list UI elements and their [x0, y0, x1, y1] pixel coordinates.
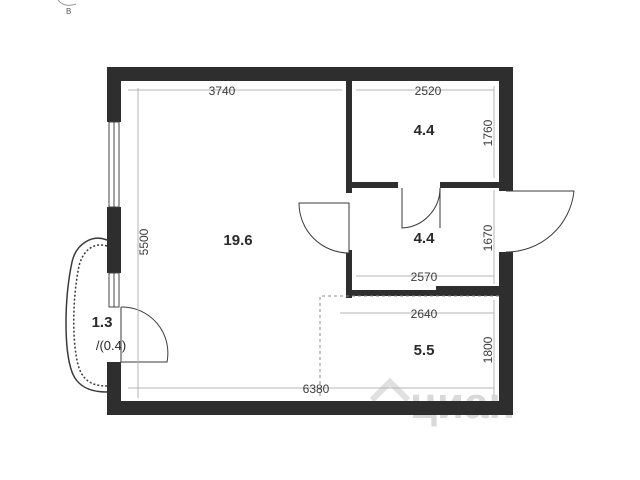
dim-top-left: 3740 — [209, 84, 236, 98]
outer-walls — [107, 67, 513, 415]
door-main-swing — [298, 202, 350, 254]
wall-bath-bottom-right — [440, 182, 502, 188]
wall-left-mid — [107, 207, 121, 273]
dimension-lines — [128, 86, 495, 398]
wall-hall-bottom — [346, 290, 436, 296]
compass: В — [57, 0, 77, 16]
wall-bottom — [107, 401, 513, 415]
area-balcony-sub: /(0.4) — [96, 338, 126, 353]
area-bath: 4.4 — [414, 122, 436, 139]
wall-right-bottom — [499, 252, 513, 415]
wall-bath-left — [346, 81, 352, 193]
wall-bath-bottom-left — [346, 182, 398, 188]
balcony-outline — [65, 237, 108, 393]
dim-kitchen-height: 1800 — [481, 336, 495, 363]
dim-kitchen-width: 2640 — [411, 307, 438, 321]
wall-hall-bottom-thick — [436, 286, 502, 296]
dim-bottom: 6380 — [303, 382, 330, 396]
dim-hall-height: 1670 — [481, 224, 495, 251]
wall-top — [107, 67, 513, 81]
compass-letter: В — [66, 7, 71, 16]
doors — [120, 187, 575, 363]
wall-right-top — [499, 67, 513, 191]
window-left — [108, 121, 120, 308]
wall-hall-left — [346, 250, 352, 298]
area-main: 19.6 — [223, 232, 252, 249]
dim-top-right: 2520 — [415, 84, 442, 98]
door-balcony-swing — [120, 306, 169, 363]
wall-left-top — [107, 67, 121, 122]
area-hall: 4.4 — [414, 230, 436, 247]
dimension-labels: 3740 2520 1760 5500 1670 2570 2640 1800 … — [137, 84, 495, 396]
door-bath-swing — [401, 187, 441, 229]
dim-bath-height: 1760 — [481, 119, 495, 146]
area-labels: 19.6 4.4 4.4 5.5 1.3 /(0.4) — [92, 122, 436, 359]
wall-left-bottom — [107, 362, 121, 415]
door-entrance-swing — [505, 190, 575, 253]
inner-walls — [346, 81, 502, 298]
area-kitchen: 5.5 — [414, 342, 435, 359]
area-balcony: 1.3 — [92, 314, 113, 331]
dim-main-height: 5500 — [137, 228, 151, 255]
dim-hall-width: 2570 — [411, 270, 438, 284]
